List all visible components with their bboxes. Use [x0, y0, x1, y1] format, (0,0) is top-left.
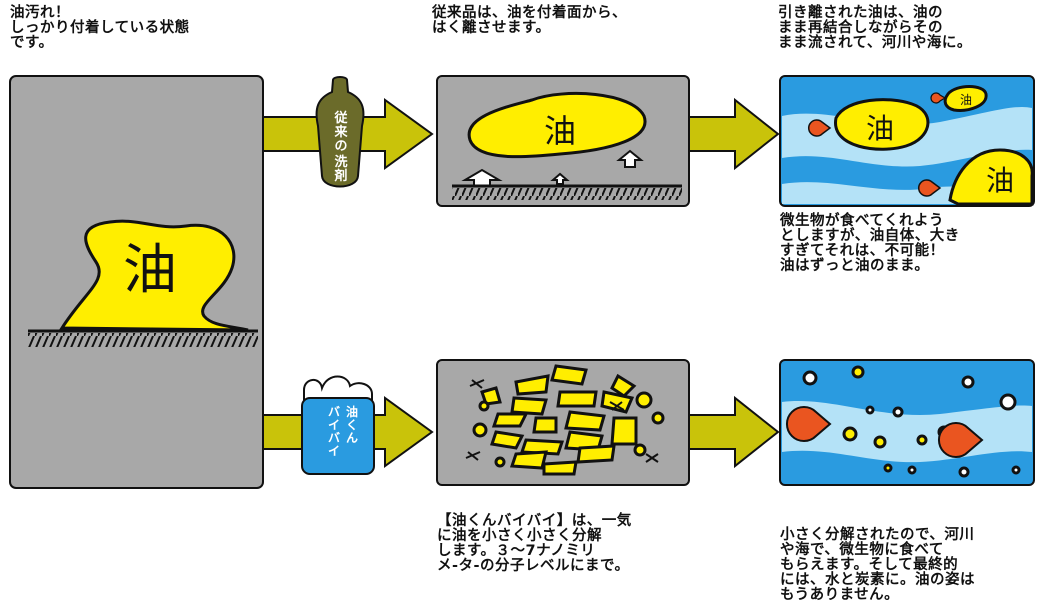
conventional-text: 従来品は、油を付着面から、 はく離させます。	[432, 5, 627, 36]
oil-fragments	[472, 364, 665, 476]
bottle-label-top: 従来の	[333, 110, 348, 154]
water-bubbles	[802, 370, 1021, 478]
oil-blob-floating-1	[834, 98, 930, 151]
intro-text: 油汚れ！ しっかり付着している状態 です。	[10, 5, 190, 51]
oil-label-floating-2: 油	[960, 93, 972, 107]
microbes-success-text: 小さく分解されたので、河川 や海で、微生物に食べて もらえます。そして最終的 に…	[780, 527, 975, 603]
arrow-bottom-2	[688, 395, 780, 469]
water-small-particles-panel	[779, 359, 1035, 486]
broken-oil-panel	[436, 359, 690, 486]
water-big-oil-panel: 油 油 油	[779, 75, 1035, 207]
microbes-fail-text: 微生物が食べてくれよう としますが、油自体、大き すぎてそれは、不可能！ 油はず…	[780, 213, 960, 274]
arrow-top-2	[688, 97, 780, 171]
oil-label-lifted: 油	[544, 112, 576, 150]
product-text: 【油くんバイバイ】は、一気 に油を小さく小さく分解 します。３～7ナノミリ メ-…	[437, 513, 632, 574]
oily-surface-panel: 油	[9, 75, 264, 489]
oil-blob-floating-2	[943, 85, 988, 112]
lifting-panel: 油	[436, 75, 690, 207]
microbe-eating-icon-2	[937, 422, 984, 458]
oil-label-floating-1: 油	[866, 112, 894, 145]
microbe-icon	[917, 179, 942, 197]
ground-hatch	[28, 333, 258, 347]
oil-label-floating-3: 油	[986, 164, 1014, 197]
oil-blob-floating-3	[948, 148, 1034, 206]
oil-label-large: 油	[123, 238, 177, 301]
product-label-top: 油くん	[346, 404, 358, 445]
scissors-icons	[465, 379, 659, 463]
conventional-detergent-bottle: 従来の 洗剤	[315, 76, 365, 188]
oil-blob-large	[59, 219, 249, 332]
product-container: 油くん バイバイ	[301, 375, 375, 475]
separated-oil-text: 引き離された油は、油の まま再結合しながらその まま流されて、河川や海に。	[778, 5, 972, 51]
oil-blob-lifted	[467, 91, 647, 159]
product-label-bottom: バイバイ	[328, 405, 340, 458]
microbe-icon	[807, 119, 832, 137]
microbe-eating-icon-1	[785, 406, 832, 442]
bottle-label-bottom: 洗剤	[333, 154, 347, 184]
microbe-icon	[930, 92, 947, 104]
